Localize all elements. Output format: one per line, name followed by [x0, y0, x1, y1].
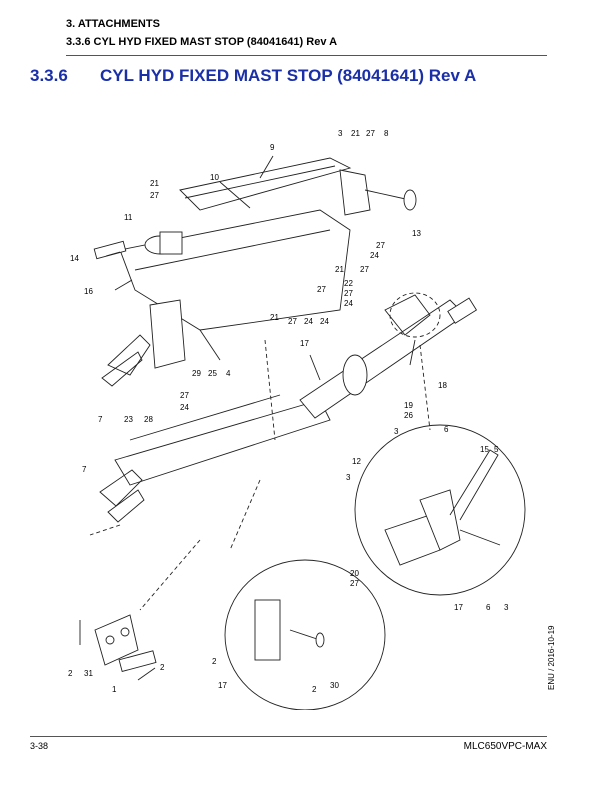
callout-label: 2: [312, 685, 317, 694]
callout-label: 21: [351, 129, 360, 138]
callout-label: 29: [192, 369, 201, 378]
callout-label: 4: [226, 369, 231, 378]
callout-label: 22: [344, 279, 353, 288]
callout-label: 26: [404, 411, 413, 420]
callout-label: 3: [394, 427, 399, 436]
diagram-drawing: [79, 155, 526, 710]
callout-label: 24: [180, 403, 189, 412]
callout-label: 1: [112, 685, 117, 694]
callout-label: 27: [150, 191, 159, 200]
callout-label: 17: [454, 603, 463, 612]
footer-divider: [30, 736, 547, 737]
callout-label: 7: [98, 415, 103, 424]
callout-label: 27: [350, 579, 359, 588]
callout-label: 27: [366, 129, 375, 138]
callout-label: 3: [504, 603, 509, 612]
exploded-parts-diagram: 3 21 27 8 9 21 27 10 11 14 16 13 27 24 2…: [20, 120, 560, 710]
callout-label: 3: [346, 473, 351, 482]
callout-label: 27: [360, 265, 369, 274]
callout-label: 7: [82, 465, 87, 474]
callout-label: 24: [370, 251, 379, 260]
breadcrumb-chapter: 3. ATTACHMENTS: [66, 18, 160, 30]
callout-label: 19: [404, 401, 413, 410]
header-divider: [66, 55, 547, 56]
callout-label: 12: [352, 457, 361, 466]
callout-label: 24: [344, 299, 353, 308]
callout-label: 31: [84, 669, 93, 678]
callout-label: 17: [218, 681, 227, 690]
callout-label: 27: [180, 391, 189, 400]
model-name: MLC650VPC-MAX: [463, 741, 547, 752]
callout-label: 21: [270, 313, 279, 322]
callout-label: 2: [68, 669, 73, 678]
callout-label: 27: [344, 289, 353, 298]
callout-label: 9: [270, 143, 275, 152]
callout-label: 25: [208, 369, 217, 378]
callout-label: 2: [212, 657, 217, 666]
callout-label: 14: [70, 254, 79, 263]
callout-label: 30: [330, 681, 339, 690]
callout-label: 18: [438, 381, 447, 390]
callout-label: 24: [304, 317, 313, 326]
page-number: 3-38: [30, 741, 49, 751]
callout-label: 6: [486, 603, 491, 612]
callout-label: 11: [124, 213, 133, 222]
callout-label: 6: [444, 425, 449, 434]
callout-label: 24: [320, 317, 329, 326]
callout-label: 2: [160, 663, 165, 672]
callout-label: 8: [384, 129, 389, 138]
section-number: 3.3.6: [30, 66, 68, 85]
callout-label: 23: [124, 415, 133, 424]
callout-label: 20: [350, 569, 359, 578]
callout-label: 3: [338, 129, 343, 138]
callout-label: 27: [376, 241, 385, 250]
callout-label: 15: [480, 445, 489, 454]
callout-label: 17: [300, 339, 309, 348]
callout-label: 21: [335, 265, 344, 274]
section-title: CYL HYD FIXED MAST STOP (84041641) Rev A: [100, 66, 477, 85]
callout-label: 10: [210, 173, 219, 182]
callout-label: 16: [84, 287, 93, 296]
callout-label: 13: [412, 229, 421, 238]
callout-label: 27: [288, 317, 297, 326]
callout-label: 5: [494, 445, 499, 454]
revision-date-note: ENU / 2016-10-19: [547, 625, 556, 690]
callout-label: 21: [150, 179, 159, 188]
callout-label: 27: [317, 285, 326, 294]
callout-label: 28: [144, 415, 153, 424]
breadcrumb-subsection: 3.3.6 CYL HYD FIXED MAST STOP (84041641)…: [66, 36, 338, 48]
